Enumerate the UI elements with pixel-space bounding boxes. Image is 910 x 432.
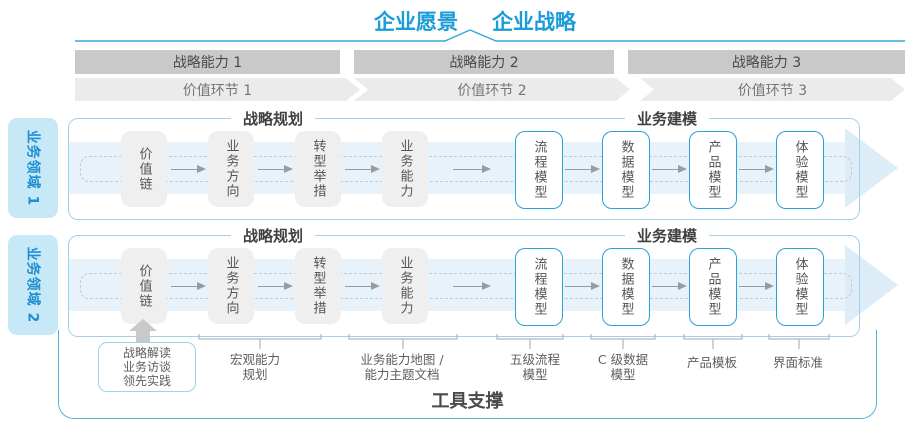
brace-icon — [683, 334, 743, 349]
brace-icon — [496, 334, 564, 349]
brace-icon — [198, 334, 322, 349]
business-domain-row-1: 战略规划 业务建模 价值链 业务方向 转型举措 业务能力 流程模型 数据模型 产… — [68, 108, 860, 220]
tool-support-label: 工具支撑 — [431, 391, 504, 412]
value-chain-box: 价值链 — [121, 248, 167, 324]
flow-arrow-icon — [453, 164, 491, 173]
flow-arrow-icon — [171, 281, 206, 290]
flow-arrowhead-row2-icon — [845, 245, 898, 325]
business-domain-row-2: 战略规划 业务建模 价值链 业务方向 转型举措 业务能力 流程模型 数据模型 产… — [68, 225, 860, 337]
up-arrow-shaft — [136, 330, 150, 343]
value-chevron-segment-2: 价值环节 2 — [354, 78, 630, 101]
dashed-placeholder-band-row2 — [80, 273, 852, 299]
flow-arrow-icon — [171, 164, 206, 173]
row1-header-strategic-planning: 战略规划 — [230, 108, 316, 130]
capability-band-segment-3: 战略能力 3 — [628, 50, 905, 74]
flow-arrow-icon — [652, 164, 687, 173]
data-model-box: 数据模型 — [602, 131, 650, 209]
flow-arrow-icon — [453, 281, 491, 290]
business-direction-box: 业务方向 — [208, 248, 254, 324]
brace-icon — [590, 334, 656, 349]
row2-header-strategic-planning: 战略规划 — [230, 225, 316, 247]
experience-model-box: 体验模型 — [776, 131, 824, 209]
process-model-box: 流程模型 — [515, 248, 563, 326]
product-model-box: 产品模型 — [689, 131, 737, 209]
business-direction-box: 业务方向 — [208, 131, 254, 207]
flow-arrow-icon — [652, 281, 687, 290]
flow-arrow-icon — [565, 281, 600, 290]
page-title: 企业愿景 企业战略 — [40, 6, 910, 36]
process-model-box: 流程模型 — [515, 131, 563, 209]
experience-model-box: 体验模型 — [776, 248, 824, 326]
annotation-product-template-label: 产品模板 — [686, 355, 738, 370]
business-capability-box: 业务能力 — [382, 131, 428, 207]
tool-support-container: 工具支撑 — [58, 330, 877, 419]
flow-arrow-icon — [739, 281, 774, 290]
domain-label-1: 业务领域 1 — [8, 118, 58, 218]
annotation-capability-map-label: 业务能力地图 / 能力主题文档 — [360, 352, 444, 382]
row2-header-business-modeling: 业务建模 — [624, 225, 710, 247]
flow-arrow-icon — [258, 164, 293, 173]
flow-arrow-icon — [258, 281, 293, 290]
dashed-placeholder-band-row1 — [80, 156, 852, 182]
flow-arrow-icon — [345, 164, 380, 173]
up-arrow-icon — [129, 319, 157, 331]
capability-band-segment-1: 战略能力 1 — [75, 50, 340, 74]
brace-icon — [768, 334, 830, 349]
domain-label-2: 业务领域 2 — [8, 235, 58, 335]
row1-header-business-modeling: 业务建模 — [624, 108, 710, 130]
product-model-box: 产品模型 — [689, 248, 737, 326]
transformation-initiative-box: 转型举措 — [295, 131, 341, 207]
flow-arrowhead-row1-icon — [845, 128, 898, 208]
flow-arrow-icon — [345, 281, 380, 290]
title-strategy: 企业战略 — [492, 10, 576, 34]
business-capability-box: 业务能力 — [382, 248, 428, 324]
value-chain-box: 价值链 — [121, 131, 167, 207]
transformation-initiative-box: 转型举措 — [295, 248, 341, 324]
brace-icon — [348, 334, 458, 349]
value-chevron-segment-3: 价值环节 3 — [640, 78, 905, 101]
value-chevron-segment-1: 价值环节 1 — [75, 78, 360, 101]
flow-arrow-icon — [739, 164, 774, 173]
annotation-macro-capability-label: 宏观能力 规划 — [229, 352, 281, 382]
annotation-ui-standard-label: 界面标准 — [772, 355, 824, 370]
vision-connector-line-icon — [75, 29, 905, 42]
annotation-data-model-label: C 级数据 模型 — [597, 352, 649, 382]
annotation-process-model-label: 五级流程 模型 — [509, 352, 561, 382]
annotation-strategy-inputs-box: 战略解读 业务访谈 领先实践 — [98, 342, 196, 392]
data-model-box: 数据模型 — [602, 248, 650, 326]
flow-arrow-icon — [565, 164, 600, 173]
title-vision: 企业愿景 — [374, 10, 458, 34]
capability-band-segment-2: 战略能力 2 — [354, 50, 614, 74]
